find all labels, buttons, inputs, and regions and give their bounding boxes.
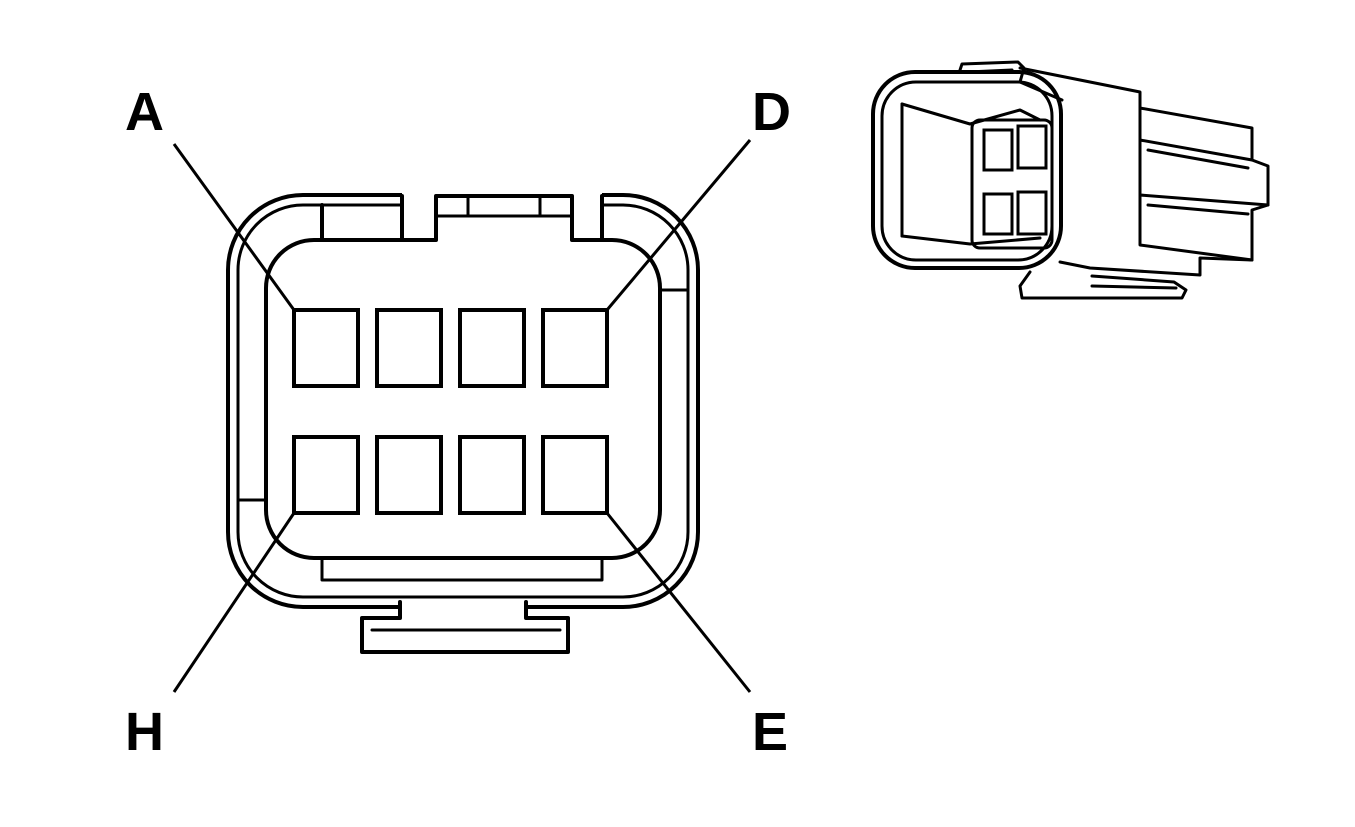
cavity-5 [541, 435, 609, 515]
cavity-6 [458, 435, 526, 515]
cavity-1 [292, 308, 360, 388]
iso-cavity-block [970, 118, 1054, 250]
cavity-8 [292, 435, 360, 515]
connector-front-view: A D H E [125, 82, 791, 762]
iso-top-latch [958, 60, 1064, 102]
pin-label-d: D [752, 82, 791, 142]
connector-shell-outer [226, 193, 700, 609]
pin-label-h: H [125, 702, 164, 762]
iso-cavity-3 [982, 192, 1014, 236]
bottom-lock-tab [320, 556, 604, 654]
cavity-2 [375, 308, 443, 388]
leader-line-a [172, 143, 296, 311]
leader-line-d [605, 139, 752, 311]
connector-isometric-view [871, 60, 1270, 300]
cavity-3 [458, 308, 526, 388]
iso-cavity-2 [1016, 124, 1048, 170]
connector-shell-inner [236, 203, 690, 599]
top-latch [320, 192, 604, 242]
leader-line-h [172, 512, 296, 693]
leader-line-e [605, 512, 752, 693]
iso-bottom-tab [1018, 270, 1188, 300]
iso-cavity-1 [982, 128, 1014, 172]
iso-shell-outer [871, 70, 1063, 270]
cavity-7 [375, 435, 443, 515]
pin-label-e: E [752, 702, 788, 762]
cavity-4 [541, 308, 609, 388]
iso-cavity-4 [1016, 190, 1048, 236]
pin-label-a: A [125, 82, 164, 142]
